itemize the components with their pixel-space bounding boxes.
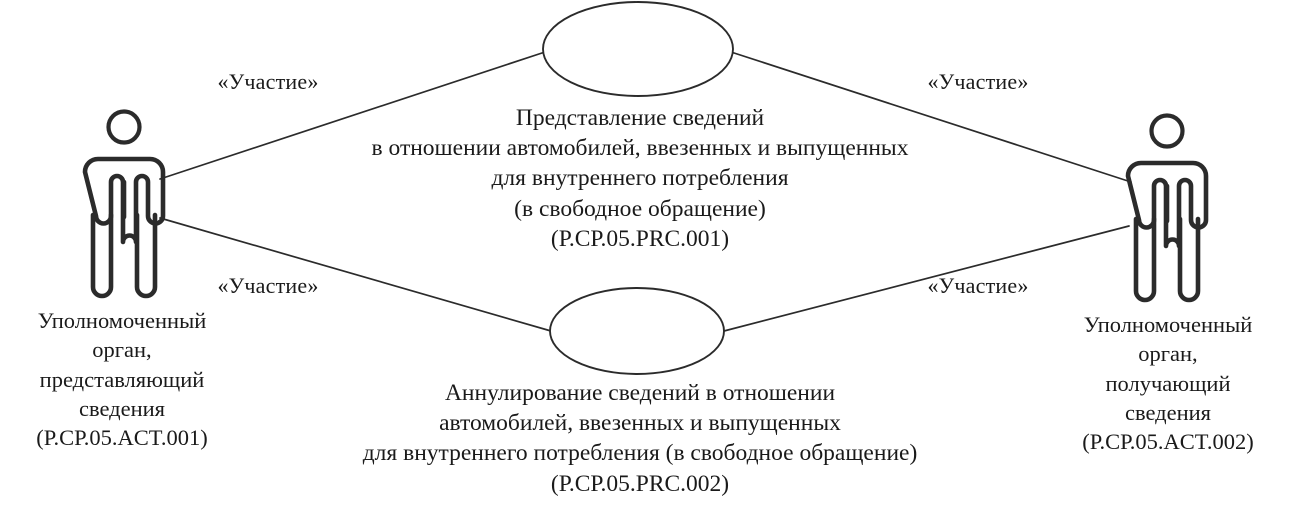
- association-line-bottom-right: [723, 225, 1130, 332]
- use-case-bottom-line-4: (Р.СР.05.PRC.002): [550, 470, 730, 497]
- actor-legs-left: [90, 212, 114, 299]
- actor-right-line-3: получающий: [1105, 370, 1231, 396]
- actor-body-right: [1125, 160, 1209, 249]
- actor-right-line-1: Уполномоченный: [1083, 312, 1253, 337]
- actor-left-line-1: Уполномоченный: [37, 308, 207, 333]
- use-case-top-line-3: для внутреннего потребления: [491, 165, 789, 192]
- association-label-bottom-left: «Участие»: [217, 273, 319, 298]
- actor-left-line-3: представляющий: [39, 366, 205, 392]
- use-case-top-line-2: в отношении автомобилей, ввезенных и вып…: [371, 135, 909, 162]
- actor-left-line-5: (Р.СР.05.ACT.001): [36, 425, 208, 450]
- actor-label-right: Уполномоченный орган, получающий сведени…: [1082, 310, 1253, 456]
- use-case-bottom-line-3: для внутреннего потребления (в свободное…: [362, 440, 918, 467]
- use-case-text-top: Представление сведений в отношении автом…: [372, 103, 909, 254]
- actor-label-left: Уполномоченный орган, представляющий све…: [36, 306, 207, 452]
- actor-left-line-2: орган,: [92, 337, 152, 363]
- actor-legs-right-2: [1177, 216, 1201, 303]
- association-lines: [159, 51, 1132, 332]
- use-case-text-bottom: Аннулирование сведений в отношении автом…: [363, 378, 918, 499]
- use-case-top-line-1: Представление сведений: [515, 105, 765, 131]
- actor-person-icon-left[interactable]: [82, 109, 166, 299]
- use-case-top-line-5: (Р.СР.05.PRC.001): [550, 225, 730, 252]
- association-line-top-right: [730, 51, 1132, 183]
- actor-right-line-5: (Р.СР.05.ACT.002): [1082, 429, 1254, 454]
- use-case-top-line-4: (в свободное обращение): [514, 195, 766, 222]
- association-label-top-right: «Участие»: [927, 69, 1029, 94]
- actor-left-line-4: сведения: [78, 395, 166, 421]
- actor-legs-left-2: [134, 212, 158, 299]
- association-label-bottom-right: «Участие»: [927, 273, 1029, 298]
- use-case-ellipse-bottom[interactable]: [549, 287, 725, 375]
- use-case-ellipse-top[interactable]: [542, 1, 734, 97]
- association-line-top-left: [159, 51, 546, 180]
- actor-person-icon-right[interactable]: [1125, 113, 1209, 303]
- actor-right-line-4: сведения: [1124, 399, 1212, 425]
- use-case-bottom-line-1: Аннулирование сведений в отношении: [444, 380, 836, 406]
- association-line-bottom-left: [159, 217, 552, 332]
- association-label-top-left: «Участие»: [217, 69, 319, 94]
- actor-legs-right: [1133, 216, 1157, 303]
- use-case-bottom-line-2: автомобилей, ввезенных и выпущенных: [439, 410, 841, 437]
- actor-body-left: [82, 156, 166, 245]
- actor-right-line-2: орган,: [1138, 341, 1198, 367]
- actor-head-right: [1149, 113, 1185, 149]
- actor-head-left: [106, 109, 142, 145]
